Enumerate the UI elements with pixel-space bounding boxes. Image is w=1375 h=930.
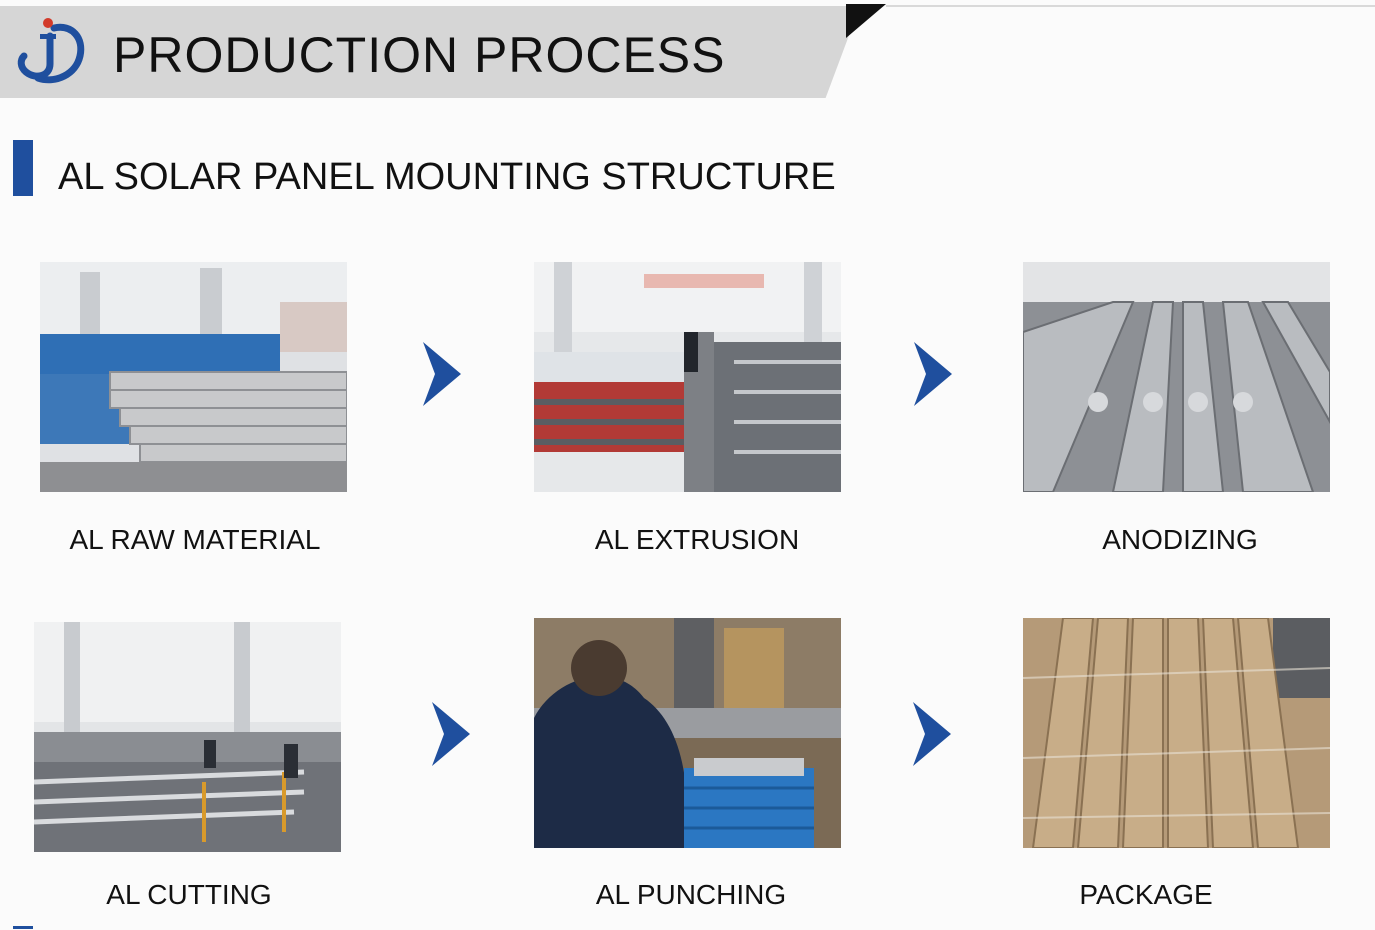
- chevron-right-icon: [912, 342, 952, 406]
- chevron-right-icon: [421, 342, 461, 406]
- photo-al-cutting: [34, 622, 341, 852]
- step-label: AL EXTRUSION: [594, 524, 800, 555]
- section-accent-bar: [13, 140, 33, 196]
- header-band: [0, 6, 860, 98]
- step-label: AL PUNCHING: [595, 879, 787, 910]
- photo-al-extrusion: [534, 262, 841, 492]
- step-label: ANODIZING: [1102, 524, 1258, 555]
- header-rule: [886, 5, 1375, 7]
- footer-accent-mark: [13, 926, 33, 929]
- step-label: AL CUTTING: [106, 879, 272, 910]
- company-logo-icon: [10, 14, 90, 90]
- photo-anodizing: [1023, 262, 1330, 492]
- chevron-right-icon: [911, 702, 951, 766]
- step-label: AL RAW MATERIAL: [69, 524, 321, 555]
- step-label: PACKAGE: [1079, 879, 1213, 910]
- header-accent: [846, 4, 886, 38]
- section-title: AL SOLAR PANEL MOUNTING STRUCTURE: [58, 156, 836, 198]
- page-title: PRODUCTION PROCESS: [113, 27, 726, 83]
- photo-package: [1023, 618, 1330, 848]
- chevron-right-icon: [430, 702, 470, 766]
- photo-al-raw-material: [40, 262, 347, 492]
- photo-al-punching: [534, 618, 841, 848]
